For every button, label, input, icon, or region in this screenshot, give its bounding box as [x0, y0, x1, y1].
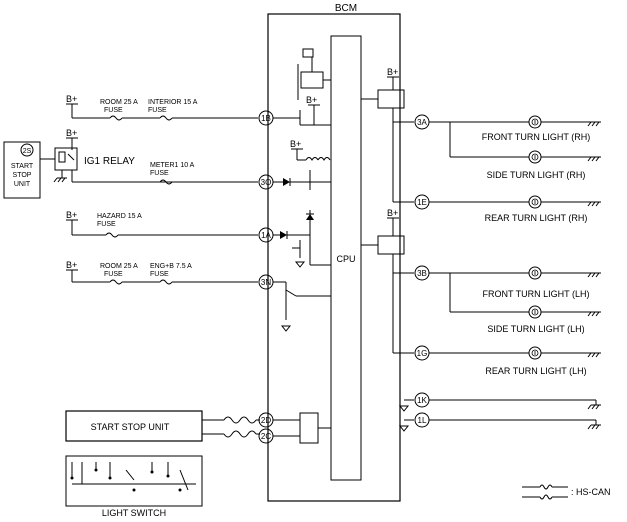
pin-3n: 3N: [258, 274, 274, 290]
turn-lights-rh: FRONT TURN LIGHT (RH) SIDE TURN LIGHT (R…: [429, 115, 602, 223]
circuit-1b: B+ ROOM 25 A FUSE INTERIOR 15 A FUSE: [66, 94, 258, 121]
bulb-icon: [528, 305, 542, 319]
front-turn-light-rh-label: FRONT TURN LIGHT (RH): [482, 132, 591, 142]
legend-hs-can-label: : HS-CAN: [571, 487, 611, 497]
bcm-internal-left: B+ B+: [273, 48, 331, 444]
b-plus-label: B+: [66, 210, 77, 220]
b-plus-label: B+: [387, 208, 398, 218]
light-switch-label: LIGHT SWITCH: [102, 508, 166, 518]
fuse-room-2-line2: FUSE: [104, 271, 123, 278]
pin-2s: [20, 143, 34, 157]
bcm-box: [267, 13, 401, 502]
cpu-block: [330, 35, 362, 481]
pin-3o: 3O: [258, 174, 274, 190]
start-stop-unit-label: START STOP UNIT: [91, 422, 170, 432]
circuit-1a: B+ HAZARD 15 A FUSE: [66, 210, 258, 238]
b-plus-label: B+: [66, 260, 77, 270]
fuse-meter1-line1: METER1 10 A: [150, 162, 195, 169]
start-stop-small-line2: STOP: [13, 172, 32, 179]
pin-3a-label: 3A: [417, 118, 427, 127]
start-stop-unit-group: START STOP UNIT LIGHT SWITCH: [65, 410, 260, 518]
fuse-room-2-line1: ROOM 25 A: [100, 263, 138, 270]
pin-3n-label: 3N: [261, 278, 271, 287]
fuse-room-1-line1: ROOM 25 A: [100, 99, 138, 106]
fuse-interior-line2: FUSE: [148, 107, 167, 114]
can-transceiver-block: [299, 412, 319, 444]
pin-3b: 3B: [414, 265, 430, 281]
pin-1g-label: 1G: [417, 349, 428, 358]
ig1-relay-group: B+ IG1 RELAY 2S START STOP UNIT METER1 1…: [3, 128, 258, 199]
pin-1e: 1E: [414, 194, 430, 210]
pin-3o-label: 3O: [261, 178, 272, 187]
rear-turn-light-lh-label: REAR TURN LIGHT (LH): [485, 366, 586, 376]
legend-hs-can: : HS-CAN: [522, 484, 611, 500]
bulb-icon: [528, 195, 542, 209]
circuit-3n: B+ ROOM 25 A FUSE ENG+B 7.5 A FUSE: [66, 260, 258, 285]
bulb-icon: [528, 346, 542, 360]
fuse-engb-line2: FUSE: [150, 271, 169, 278]
pin-2d-label: 2D: [261, 416, 271, 425]
pin-2d: 2D: [258, 412, 274, 428]
fuse-meter1-line2: FUSE: [150, 170, 169, 177]
bcm-title: BCM: [335, 3, 357, 14]
pin-1b-label: 1B: [261, 114, 271, 123]
ground-pins: [429, 399, 602, 430]
b-plus-label: B+: [290, 139, 301, 149]
fuse-engb-line1: ENG+B 7.5 A: [150, 263, 192, 270]
bulb-icon: [528, 115, 542, 129]
start-stop-unit-box: [65, 410, 203, 442]
pin-3b-label: 3B: [417, 269, 427, 278]
fuse-hazard-line2: FUSE: [97, 221, 116, 228]
b-plus-label: B+: [387, 67, 398, 77]
pin-1g: 1G: [414, 345, 430, 361]
pin-2s-label: 2S: [23, 148, 32, 155]
turn-lights-lh: FRONT TURN LIGHT (LH) SIDE TURN LIGHT (L…: [429, 266, 602, 376]
bulb-icon: [528, 150, 542, 164]
ig1-relay-label: IG1 RELAY: [84, 156, 135, 167]
pin-1k: 1K: [414, 392, 430, 408]
start-stop-unit-small-box: [3, 141, 41, 199]
pin-1b: 1B: [258, 110, 274, 126]
start-stop-small-line1: START: [11, 163, 34, 170]
rear-turn-light-rh-label: REAR TURN LIGHT (RH): [485, 213, 588, 223]
pin-1l: 1L: [414, 412, 430, 428]
fuse-interior-line1: INTERIOR 15 A: [148, 99, 198, 106]
pin-1a: 1A: [258, 227, 274, 243]
pin-2c: 2C: [258, 428, 274, 444]
bulb-icon: [528, 266, 542, 280]
bcm-internal-right: B+ B+: [361, 67, 414, 432]
side-turn-light-rh-label: SIDE TURN LIGHT (RH): [487, 170, 586, 180]
pin-3a: 3A: [414, 114, 430, 130]
pin-1e-label: 1E: [417, 198, 427, 207]
side-turn-light-lh-label: SIDE TURN LIGHT (LH): [487, 324, 584, 334]
front-turn-light-lh-label: FRONT TURN LIGHT (LH): [482, 289, 589, 299]
small-relay-icon: [302, 48, 314, 58]
fuse-room-1-line2: FUSE: [104, 107, 123, 114]
pin-1l-label: 1L: [418, 416, 427, 425]
fuse-hazard-line1: HAZARD 15 A: [97, 213, 142, 220]
cpu-label: CPU: [336, 254, 355, 264]
b-plus-label: B+: [306, 95, 317, 105]
pin-1a-label: 1A: [261, 231, 271, 240]
b-plus-label: B+: [66, 94, 77, 104]
pin-1k-label: 1K: [417, 396, 427, 405]
start-stop-small-line3: UNIT: [14, 181, 31, 188]
b-plus-label: B+: [66, 128, 77, 138]
pin-2c-label: 2C: [261, 432, 271, 441]
light-switch-box: [65, 455, 203, 507]
